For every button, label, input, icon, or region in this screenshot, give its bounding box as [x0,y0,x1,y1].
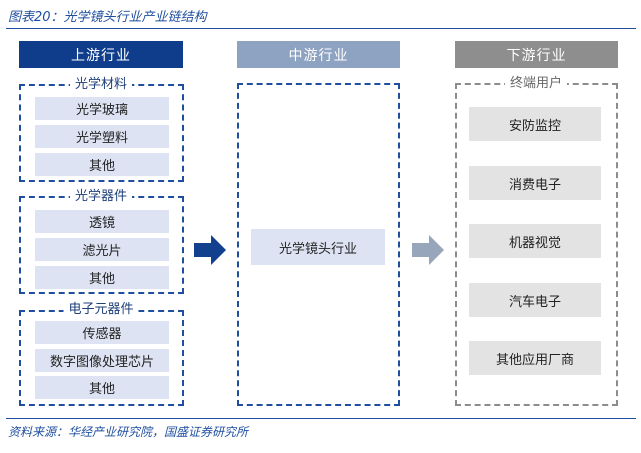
downstream-item: 消费电子 [469,166,601,200]
downstream-group-title: 终端用户 [504,76,568,92]
upstream-header: 上游行业 [19,41,183,68]
figure-title: 图表20：光学镜头行业产业链结构 [8,10,207,25]
upstream-item: 滤光片 [35,238,169,261]
upstream-item: 光学塑料 [35,125,169,148]
bottom-rule [6,418,636,419]
midstream-header: 中游行业 [237,41,400,68]
downstream-item: 机器视觉 [469,224,601,258]
upstream-group-title: 光学材料 [69,77,133,93]
right-arrow-icon [194,235,226,265]
upstream-item: 传感器 [35,321,169,344]
source-note: 资料来源：华经产业研究院，国盛证券研究所 [8,425,249,439]
upstream-item: 其他 [35,376,169,399]
upstream-item: 透镜 [35,210,169,233]
right-arrow-icon [412,235,444,265]
midstream-group [237,83,400,406]
upstream-group-title: 光学器件 [69,189,133,205]
downstream-item: 汽车电子 [469,283,601,317]
upstream-item: 其他 [35,266,169,289]
upstream-item: 光学玻璃 [35,97,169,120]
upstream-group-title: 电子元器件 [63,302,139,318]
downstream-header: 下游行业 [455,41,618,68]
upstream-item: 其他 [35,153,169,176]
midstream-item: 光学镜头行业 [251,229,385,265]
upstream-item: 数字图像处理芯片 [35,349,169,372]
downstream-item: 安防监控 [469,107,601,141]
top-rule [6,28,636,29]
downstream-item: 其他应用厂商 [469,341,601,375]
